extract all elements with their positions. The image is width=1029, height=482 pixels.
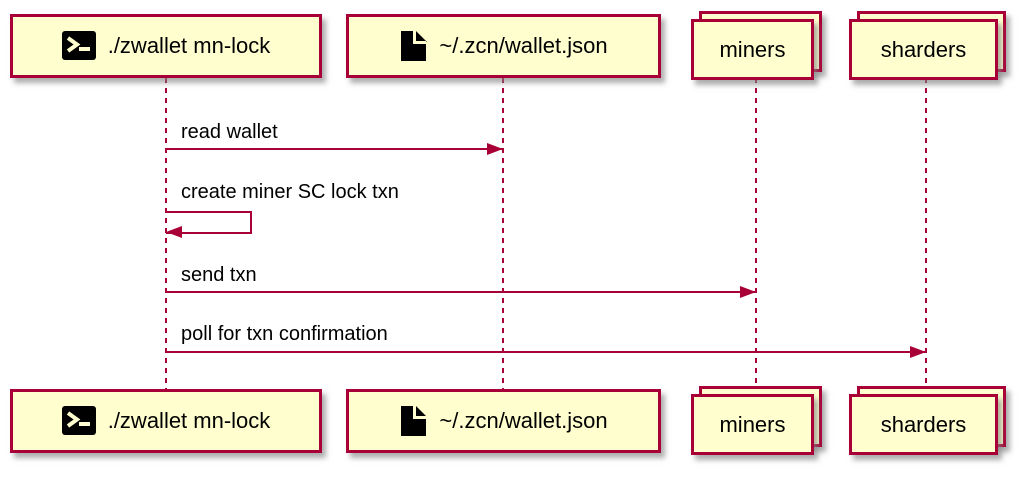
message-arrow-read-wallet (166, 148, 503, 150)
participant-label: ~/.zcn/wallet.json (439, 408, 608, 433)
collection-front-box: sharders (849, 394, 998, 455)
message-label-create-txn: create miner SC lock txn (181, 181, 399, 203)
arrowhead-right-icon (487, 143, 503, 155)
participant-wallet-json-top: ~/.zcn/wallet.json (346, 14, 661, 78)
message-label-read-wallet: read wallet (181, 121, 278, 143)
terminal-icon (61, 406, 96, 436)
participant-label: ~/.zcn/wallet.json (439, 33, 608, 58)
lifeline-sharders (925, 78, 927, 390)
participant-wallet-json-bottom: ~/.zcn/wallet.json (346, 389, 661, 453)
lifeline-wallet-json (502, 78, 504, 390)
participant-label: ./zwallet mn-lock (107, 33, 271, 58)
terminal-icon (61, 31, 96, 61)
arrowhead-right-icon (910, 346, 926, 358)
message-arrow-poll-confirmation (166, 351, 926, 353)
collection-front-box: miners (691, 19, 814, 80)
lifeline-miners (755, 78, 757, 390)
collection-front-box: sharders (849, 19, 998, 80)
participant-label: miners (719, 36, 786, 62)
self-message-loop (166, 211, 252, 234)
participant-zwallet-bottom: ./zwallet mn-lock (10, 389, 322, 453)
collection-front-box: miners (691, 394, 814, 455)
participant-label: miners (719, 411, 786, 437)
message-label-poll-confirmation: poll for txn confirmation (181, 323, 388, 345)
file-icon (399, 30, 428, 62)
file-icon (399, 405, 427, 437)
participant-zwallet-top: ./zwallet mn-lock (10, 14, 322, 78)
message-arrow-send-txn (166, 291, 756, 293)
participant-label: sharders (880, 411, 967, 437)
participant-label: ./zwallet mn-lock (107, 408, 271, 433)
arrowhead-right-icon (740, 286, 756, 298)
participant-label: sharders (880, 36, 967, 62)
arrowhead-left-icon (166, 226, 182, 238)
message-label-send-txn: send txn (181, 264, 257, 286)
